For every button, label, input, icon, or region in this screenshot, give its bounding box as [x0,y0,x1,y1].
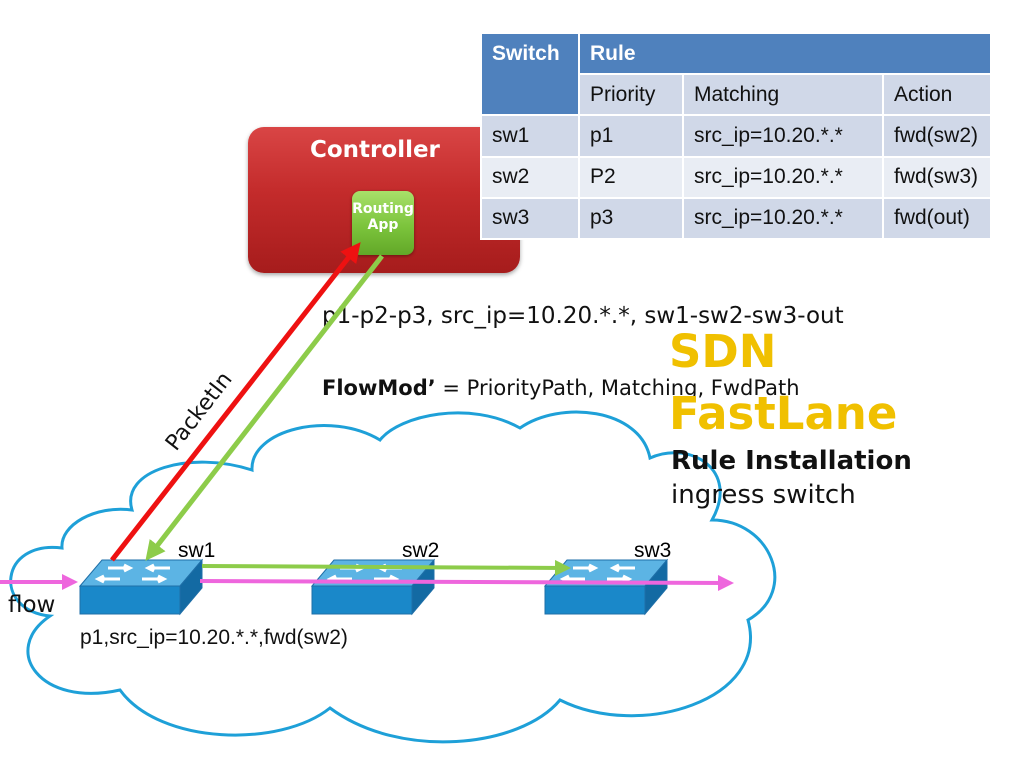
subtitle-rule-installation: Rule Installation [671,446,912,476]
switch-sw1-label: sw1 [178,539,215,562]
cell-priority: P2 [578,155,684,199]
controller-box: Controller Routing App [248,127,520,273]
header-rule: Rule [578,31,992,76]
title-fastlane: FastLane [669,387,898,440]
controller-title: Controller [310,137,440,163]
subtitle-ingress-switch: ingress switch [671,480,856,510]
cell-switch: sw3 [480,196,580,241]
flowmod-arrow [145,254,384,561]
ingress-rule-label: p1,src_ip=10.20.*.*,fwd(sw2) [80,626,348,649]
switch-sw1-icon [78,558,204,616]
table-row: sw1 p1 src_ip=10.20.*.* fwd(sw2) [480,114,992,158]
switch-sw3-label: sw3 [634,539,671,562]
flowmod-text: FlowMod’ = PriorityPath, Matching, FwdPa… [322,376,800,400]
subheader-matching: Matching [682,73,884,117]
cell-action: fwd(sw2) [882,114,992,158]
cell-switch: sw2 [480,155,580,199]
cell-switch: sw1 [480,114,580,158]
rule-table: Switch Rule Priority Matching Action sw1… [480,31,992,241]
routing-app-label-line1: Routing [352,201,414,217]
path-text: p1-p2-p3, src_ip=10.20.*.*, sw1-sw2-sw3-… [322,303,844,329]
rule-install-arrow [201,559,571,576]
cell-matching: src_ip=10.20.*.* [682,155,884,199]
routing-app: Routing App [352,191,414,255]
table-row: sw3 p3 src_ip=10.20.*.* fwd(out) [480,196,992,241]
flow-out-arrow [199,574,734,591]
flow-label: flow [8,592,56,618]
cell-matching: src_ip=10.20.*.* [682,196,884,241]
routing-app-label-line2: App [367,217,399,233]
table-row: sw2 P2 src_ip=10.20.*.* fwd(sw3) [480,155,992,199]
subheader-action: Action [882,73,992,117]
flowmod-label: FlowMod’ [322,376,436,400]
title-sdn: SDN [669,325,777,378]
flowmod-definition: = PriorityPath, Matching, FwdPath [435,376,800,400]
cell-matching: src_ip=10.20.*.* [682,114,884,158]
subheader-priority: Priority [578,73,684,117]
cell-priority: p1 [578,114,684,158]
table-subheader-row: Priority Matching Action [481,73,992,117]
table-header-row: Switch Rule [480,31,992,117]
cell-priority: p3 [578,196,684,241]
switch-sw2-label: sw2 [402,539,439,562]
header-switch: Switch [480,31,580,117]
packetin-arrow [110,242,361,562]
cell-action: fwd(sw3) [882,155,992,199]
cell-action: fwd(out) [882,196,992,241]
